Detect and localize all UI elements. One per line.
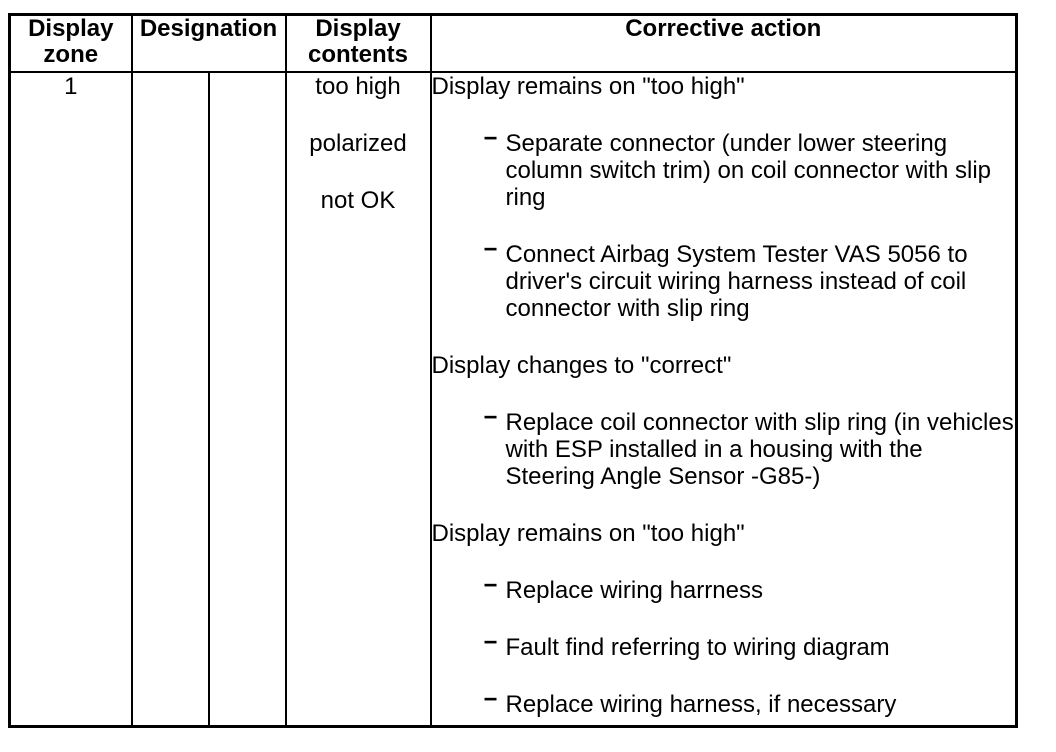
- header-corrective-action: Corrective action: [429, 13, 1018, 73]
- bullet-dash-icon: −: [483, 686, 498, 713]
- header-display-zone: Display zone: [8, 13, 133, 73]
- corrective-action-text: Fault find referring to wiring diagram: [505, 634, 890, 661]
- corrective-action-block: −Replace wiring harness, if necessary: [484, 686, 1015, 718]
- bullet-dash-icon: −: [483, 404, 498, 431]
- header-designation: Designation: [130, 13, 287, 73]
- bullet-dash-icon: −: [483, 125, 498, 152]
- corrective-action-block: −Replace coil connector with slip ring (…: [484, 404, 1015, 490]
- corrective-action-block: −Display changes to "correct": [431, 352, 1015, 379]
- corrective-action-text: Display remains on "too high": [431, 520, 745, 547]
- corrective-action-block: −Fault find referring to wiring diagram: [484, 629, 1015, 661]
- display-contents-item: not OK: [320, 187, 396, 214]
- corrective-action-text: Connect Airbag System Tester VAS 5056 to…: [505, 241, 968, 322]
- corrective-action-text: Display changes to "correct": [431, 352, 732, 379]
- corrective-action-block: −Connect Airbag System Tester VAS 5056 t…: [484, 236, 1015, 322]
- corrective-action-block: −Display remains on "too high": [431, 73, 1015, 100]
- corrective-action-block: −Separate connector (under lower steerin…: [484, 125, 1015, 211]
- table-row: 1 too high polarized not OK −Display rem…: [8, 71, 1018, 728]
- corrective-action-block: −Replace wiring harrness: [484, 572, 1015, 604]
- table-header-row: Display zone Designation Display content…: [8, 13, 1018, 73]
- corrective-action-text: Separate connector (under lower steering…: [505, 130, 992, 211]
- display-contents-item: polarized: [309, 130, 407, 157]
- bullet-dash-icon: −: [483, 236, 498, 263]
- cell-designation-a: [130, 71, 210, 728]
- cell-display-contents: too high polarized not OK: [284, 71, 432, 728]
- corrective-action-text: Replace wiring harness, if necessary: [505, 691, 897, 718]
- cell-corrective-action: −Display remains on "too high" −Separate…: [429, 71, 1018, 728]
- header-display-contents: Display contents: [284, 13, 432, 73]
- cell-display-zone: 1: [8, 71, 133, 728]
- display-contents-item: too high: [315, 73, 401, 100]
- diagnostic-table: Display zone Designation Display content…: [8, 13, 1018, 728]
- corrective-action-text: Replace wiring harrness: [505, 577, 763, 604]
- corrective-action-block: −Display remains on "too high": [431, 520, 1015, 547]
- bullet-dash-icon: −: [483, 572, 498, 599]
- bullet-dash-icon: −: [483, 629, 498, 656]
- corrective-action-text: Replace coil connector with slip ring (i…: [505, 409, 1014, 490]
- cell-designation-b: [207, 71, 287, 728]
- corrective-action-text: Display remains on "too high": [431, 73, 745, 100]
